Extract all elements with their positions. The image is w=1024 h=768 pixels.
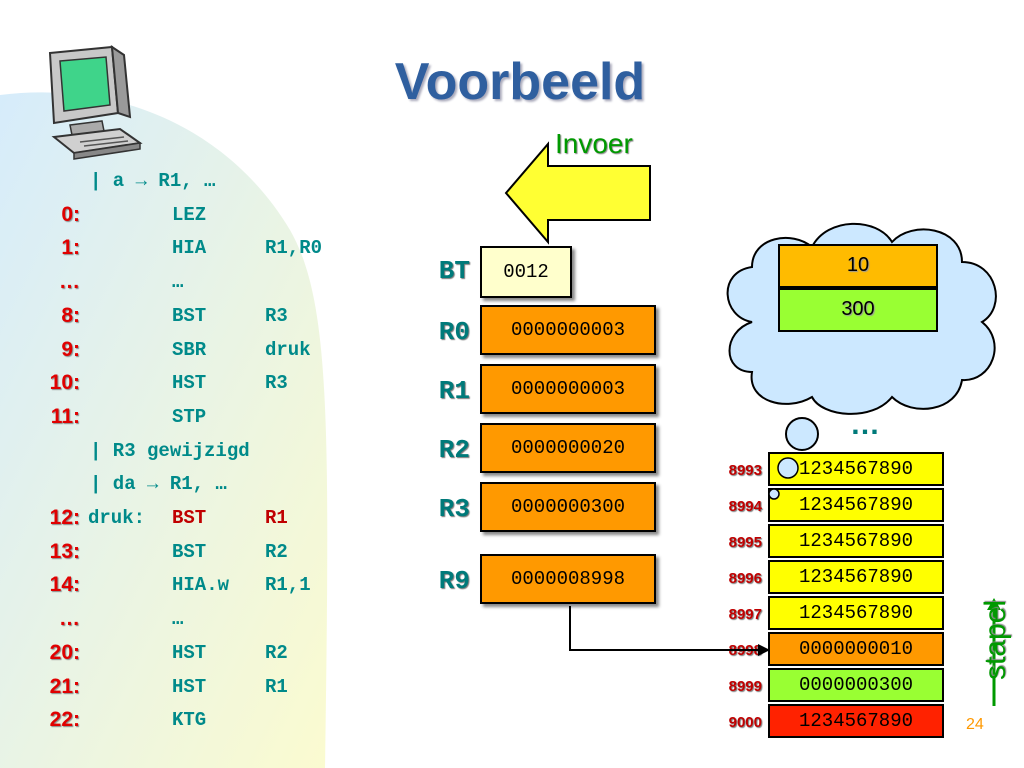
code-operand: R1,1 <box>265 574 311 597</box>
memory-address: 8995 <box>728 534 762 551</box>
line-number: 1: <box>61 236 80 260</box>
code-opcode: SBR <box>172 338 207 361</box>
code-line: …… <box>0 604 400 634</box>
memory-cell: 1234567890 <box>768 488 944 522</box>
line-number: 12: <box>49 506 80 529</box>
code-opcode: HST <box>172 641 207 664</box>
code-operand: R1 <box>265 507 288 529</box>
code-opcode: HIA <box>172 237 207 260</box>
memory-cell: 1234567890 <box>768 596 944 630</box>
register-name: R2 <box>438 435 470 465</box>
cloud-dots: … <box>850 408 880 441</box>
invoer-label: Invoer <box>555 128 633 159</box>
memory-cell: 1234567890 <box>768 524 944 558</box>
memory-address: 8996 <box>728 570 762 587</box>
page-number: 24 <box>966 716 984 733</box>
memory-cell: 1234567890 <box>768 704 944 738</box>
code-line: 13: BST R2 <box>0 537 400 567</box>
memory-address: 8994 <box>728 498 762 515</box>
memory-bubbles <box>768 457 799 500</box>
register-value: 0000000300 <box>480 482 656 532</box>
cloud-value: 10 <box>778 244 938 288</box>
code-operand: R3 <box>265 304 288 327</box>
memory-address: 9000 <box>728 714 762 731</box>
register-name: R1 <box>438 376 470 406</box>
memory-address: 8999 <box>728 678 762 695</box>
memory-cell: 0000000300 <box>768 668 944 702</box>
code-opcode: LEZ <box>172 203 207 226</box>
code-label: druk: <box>88 507 146 529</box>
invoer-arrow-icon <box>504 141 651 245</box>
code-opcode: BST <box>172 304 207 327</box>
code-opcode: … <box>172 608 184 631</box>
line-number: 9: <box>61 337 80 361</box>
register-name: R3 <box>438 494 470 524</box>
code-comment: | da → R1, … <box>90 473 227 496</box>
line-number: … <box>59 270 80 294</box>
code-opcode: HST <box>172 372 207 395</box>
line-number: 20: <box>49 640 80 664</box>
code-operand: druk <box>265 338 311 361</box>
code-line: …… <box>0 267 400 297</box>
code-opcode: KTG <box>172 709 207 732</box>
code-operand: R1,R0 <box>265 237 323 260</box>
memory-address: 8997 <box>728 606 762 623</box>
line-number: … <box>59 607 80 631</box>
memory-address: 8993 <box>728 462 762 479</box>
code-line: 21: HST R1 <box>0 672 400 702</box>
code-opcode: BST <box>172 507 207 529</box>
page-title: Voorbeeld <box>394 53 646 111</box>
code-comment: | R3 gewijzigd <box>90 439 250 462</box>
code-line: 14: HIA.w R1,1 <box>0 570 400 600</box>
register-name: R9 <box>438 566 470 596</box>
stapel-label: stapel <box>979 599 1012 681</box>
register-value: 0000000003 <box>480 364 656 414</box>
code-comment: | a → R1, … <box>90 170 216 192</box>
code-operand: R2 <box>265 540 288 563</box>
line-number: 14: <box>49 573 80 597</box>
bt-register: 0012 <box>480 246 572 298</box>
line-number: 22: <box>49 708 80 732</box>
memory-cell: 1234567890 <box>768 560 944 594</box>
code-line: 10: HST R3 <box>0 368 400 398</box>
line-number: 0: <box>61 202 80 226</box>
code-line: 9: SBR druk <box>0 335 400 365</box>
code-line: 8: BST R3 <box>0 301 400 331</box>
memory-cell: 0000000010 <box>768 632 944 666</box>
r9-pointer-arrow <box>569 606 770 656</box>
line-number: 21: <box>49 674 80 698</box>
code-opcode: HST <box>172 675 207 698</box>
code-line: 20: HST R2 <box>0 638 400 668</box>
code-opcode: STP <box>172 405 207 428</box>
register-value: 0000008998 <box>480 554 656 604</box>
register-value: 0000000003 <box>480 305 656 355</box>
code-line: 1: HIA R1,R0 <box>0 233 400 263</box>
code-line: | a → R1, … <box>0 166 400 196</box>
cloud-value: 300 <box>778 288 938 332</box>
line-number: 8: <box>61 303 80 327</box>
register-value: 0000000020 <box>480 423 656 473</box>
code-opcode: HIA.w <box>172 574 230 597</box>
code-line: 12: druk: BST R1 <box>0 503 400 533</box>
code-line: | da → R1, … <box>0 469 400 499</box>
line-number: 10: <box>49 371 80 395</box>
line-number: 13: <box>49 539 80 563</box>
bt-label: BT <box>438 256 470 286</box>
code-line: 0: LEZ <box>0 200 400 230</box>
code-operand: R2 <box>265 641 288 664</box>
code-line: 11: STP <box>0 402 400 432</box>
stack-arrow-icon <box>987 598 1001 706</box>
code-line: | R3 gewijzigd <box>0 436 400 466</box>
computer-icon <box>48 45 143 160</box>
code-opcode: … <box>172 271 184 294</box>
code-operand: R3 <box>265 372 288 395</box>
line-number: 11: <box>50 404 80 428</box>
code-operand: R1 <box>265 675 288 698</box>
code-opcode: BST <box>172 540 207 563</box>
code-line: 22: KTG <box>0 705 400 735</box>
register-name: R0 <box>438 317 470 347</box>
